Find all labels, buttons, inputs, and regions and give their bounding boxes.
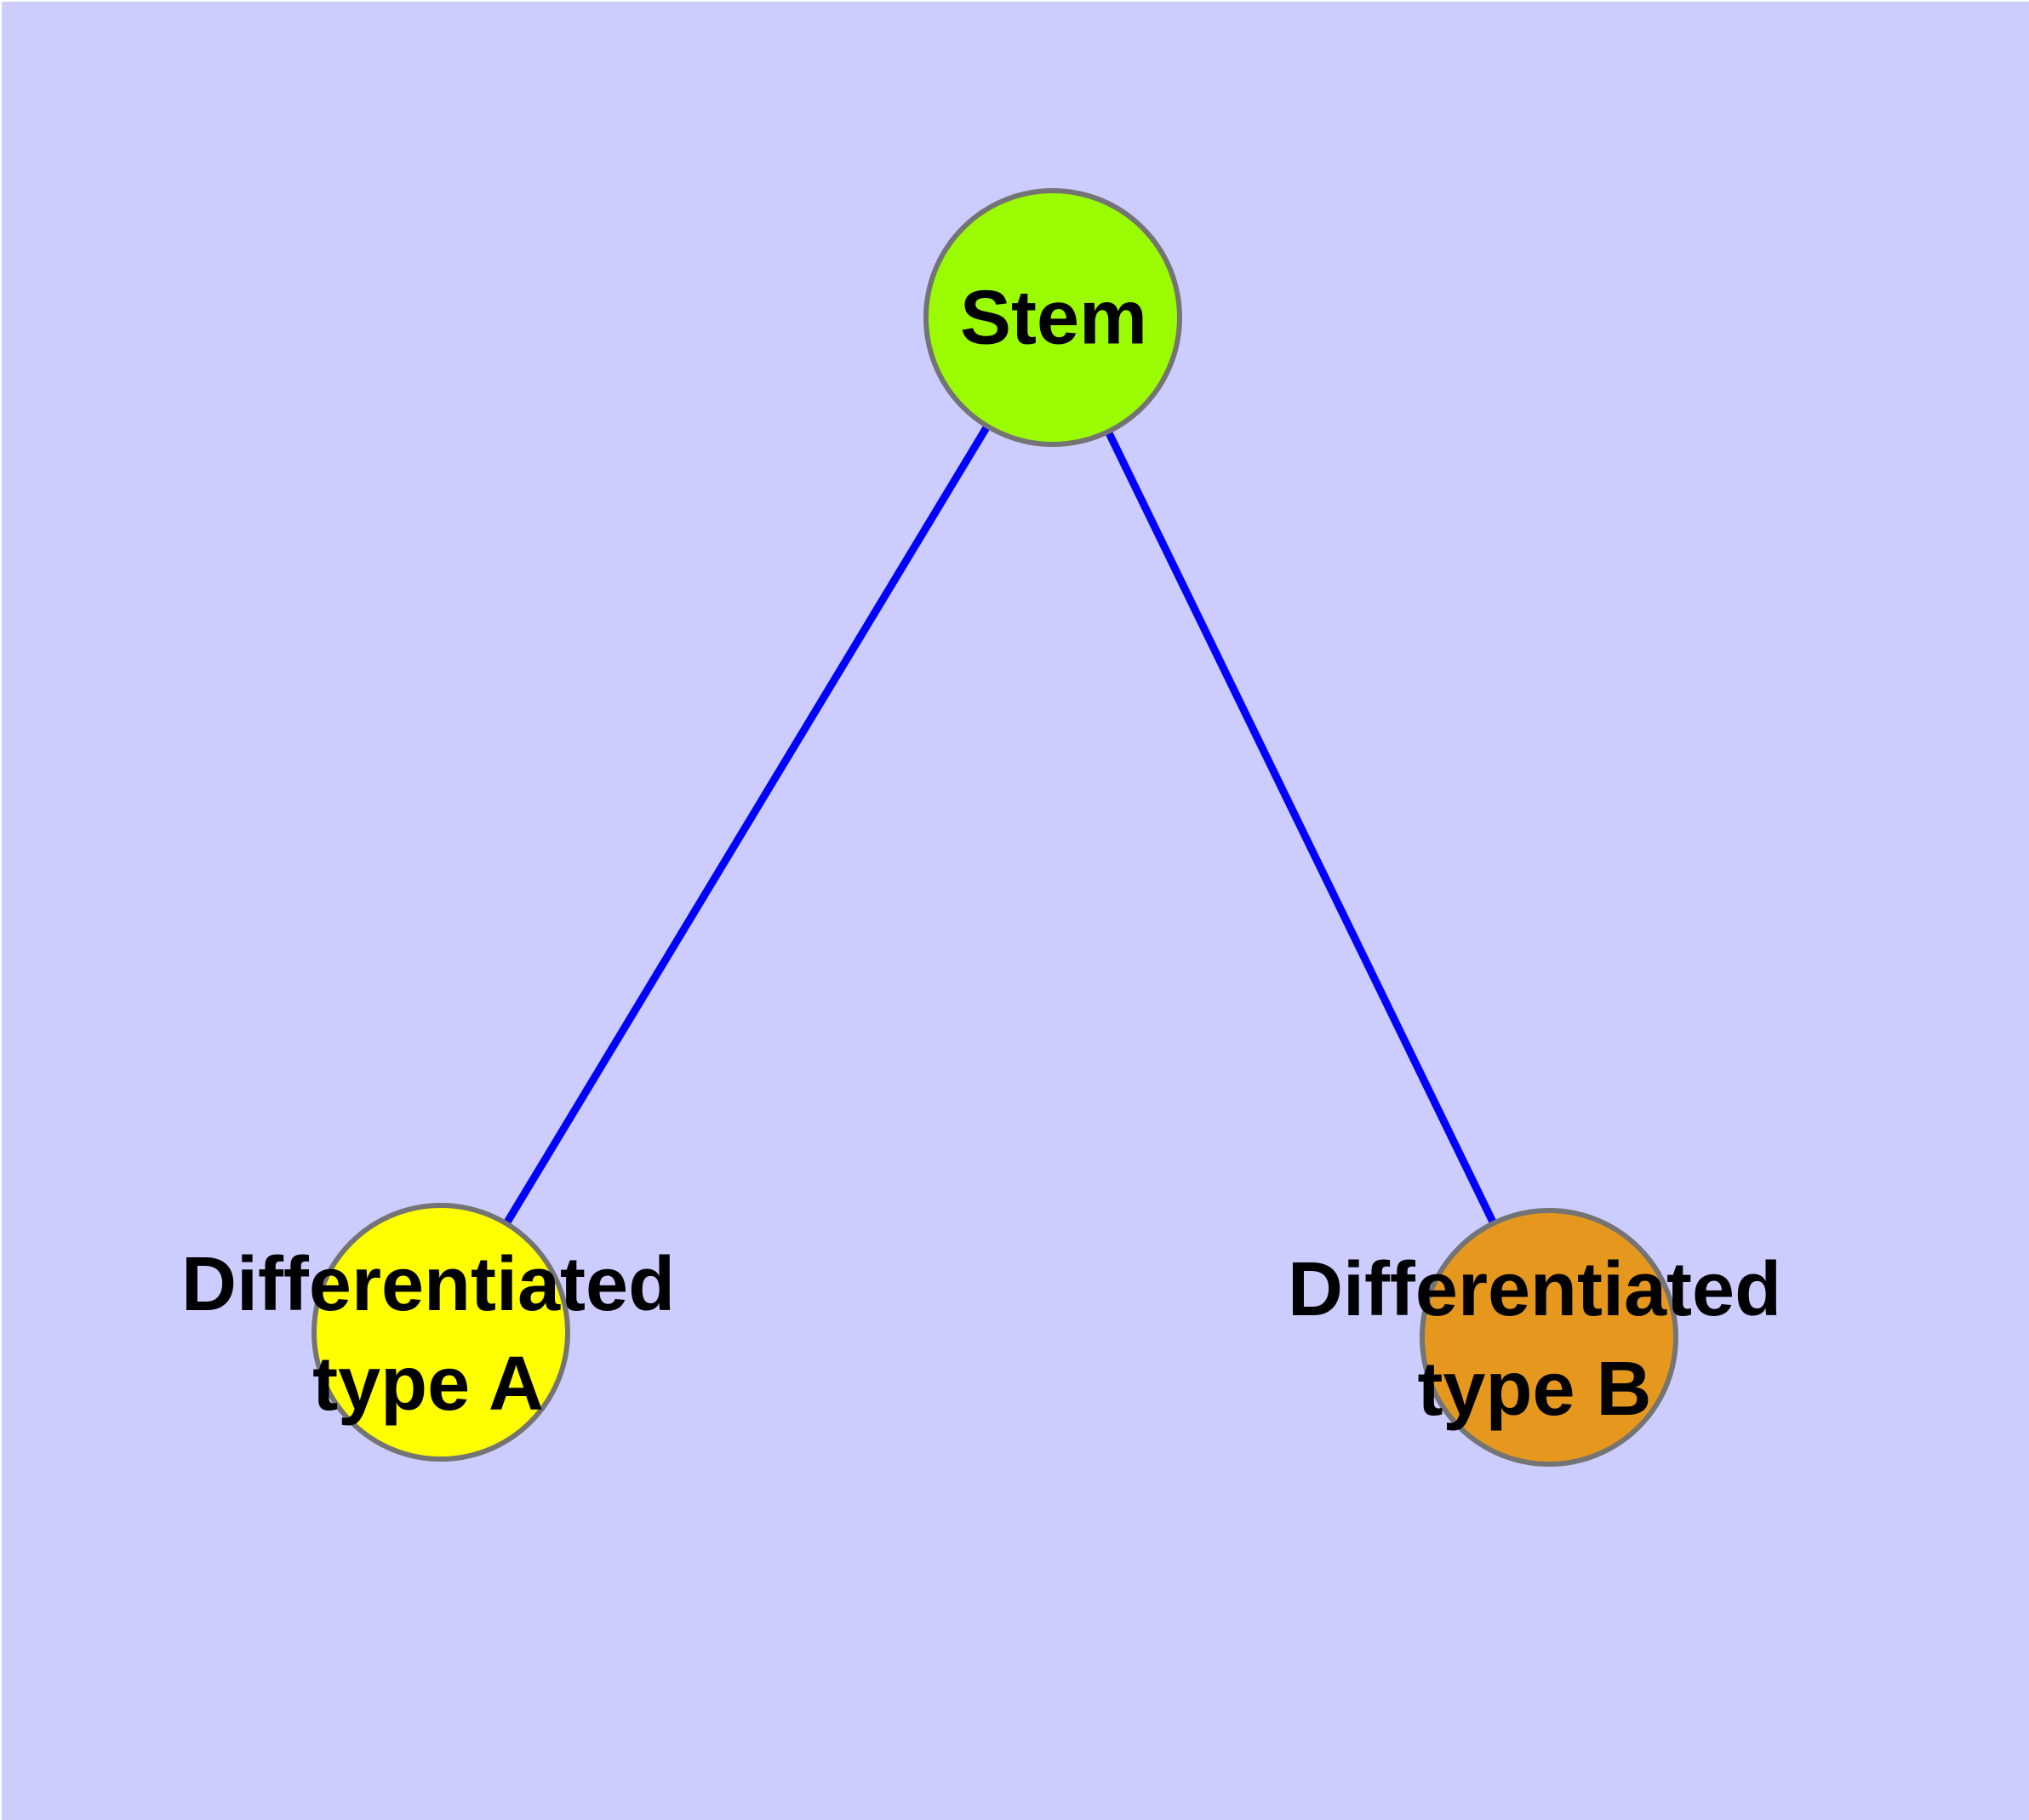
edge-stem-to-type-a	[437, 315, 1056, 1335]
node-differentiated-type-a	[311, 1203, 570, 1462]
node-differentiated-type-b	[1420, 1208, 1678, 1467]
node-stem	[923, 188, 1182, 447]
edge-stem-to-type-b	[1049, 316, 1553, 1339]
